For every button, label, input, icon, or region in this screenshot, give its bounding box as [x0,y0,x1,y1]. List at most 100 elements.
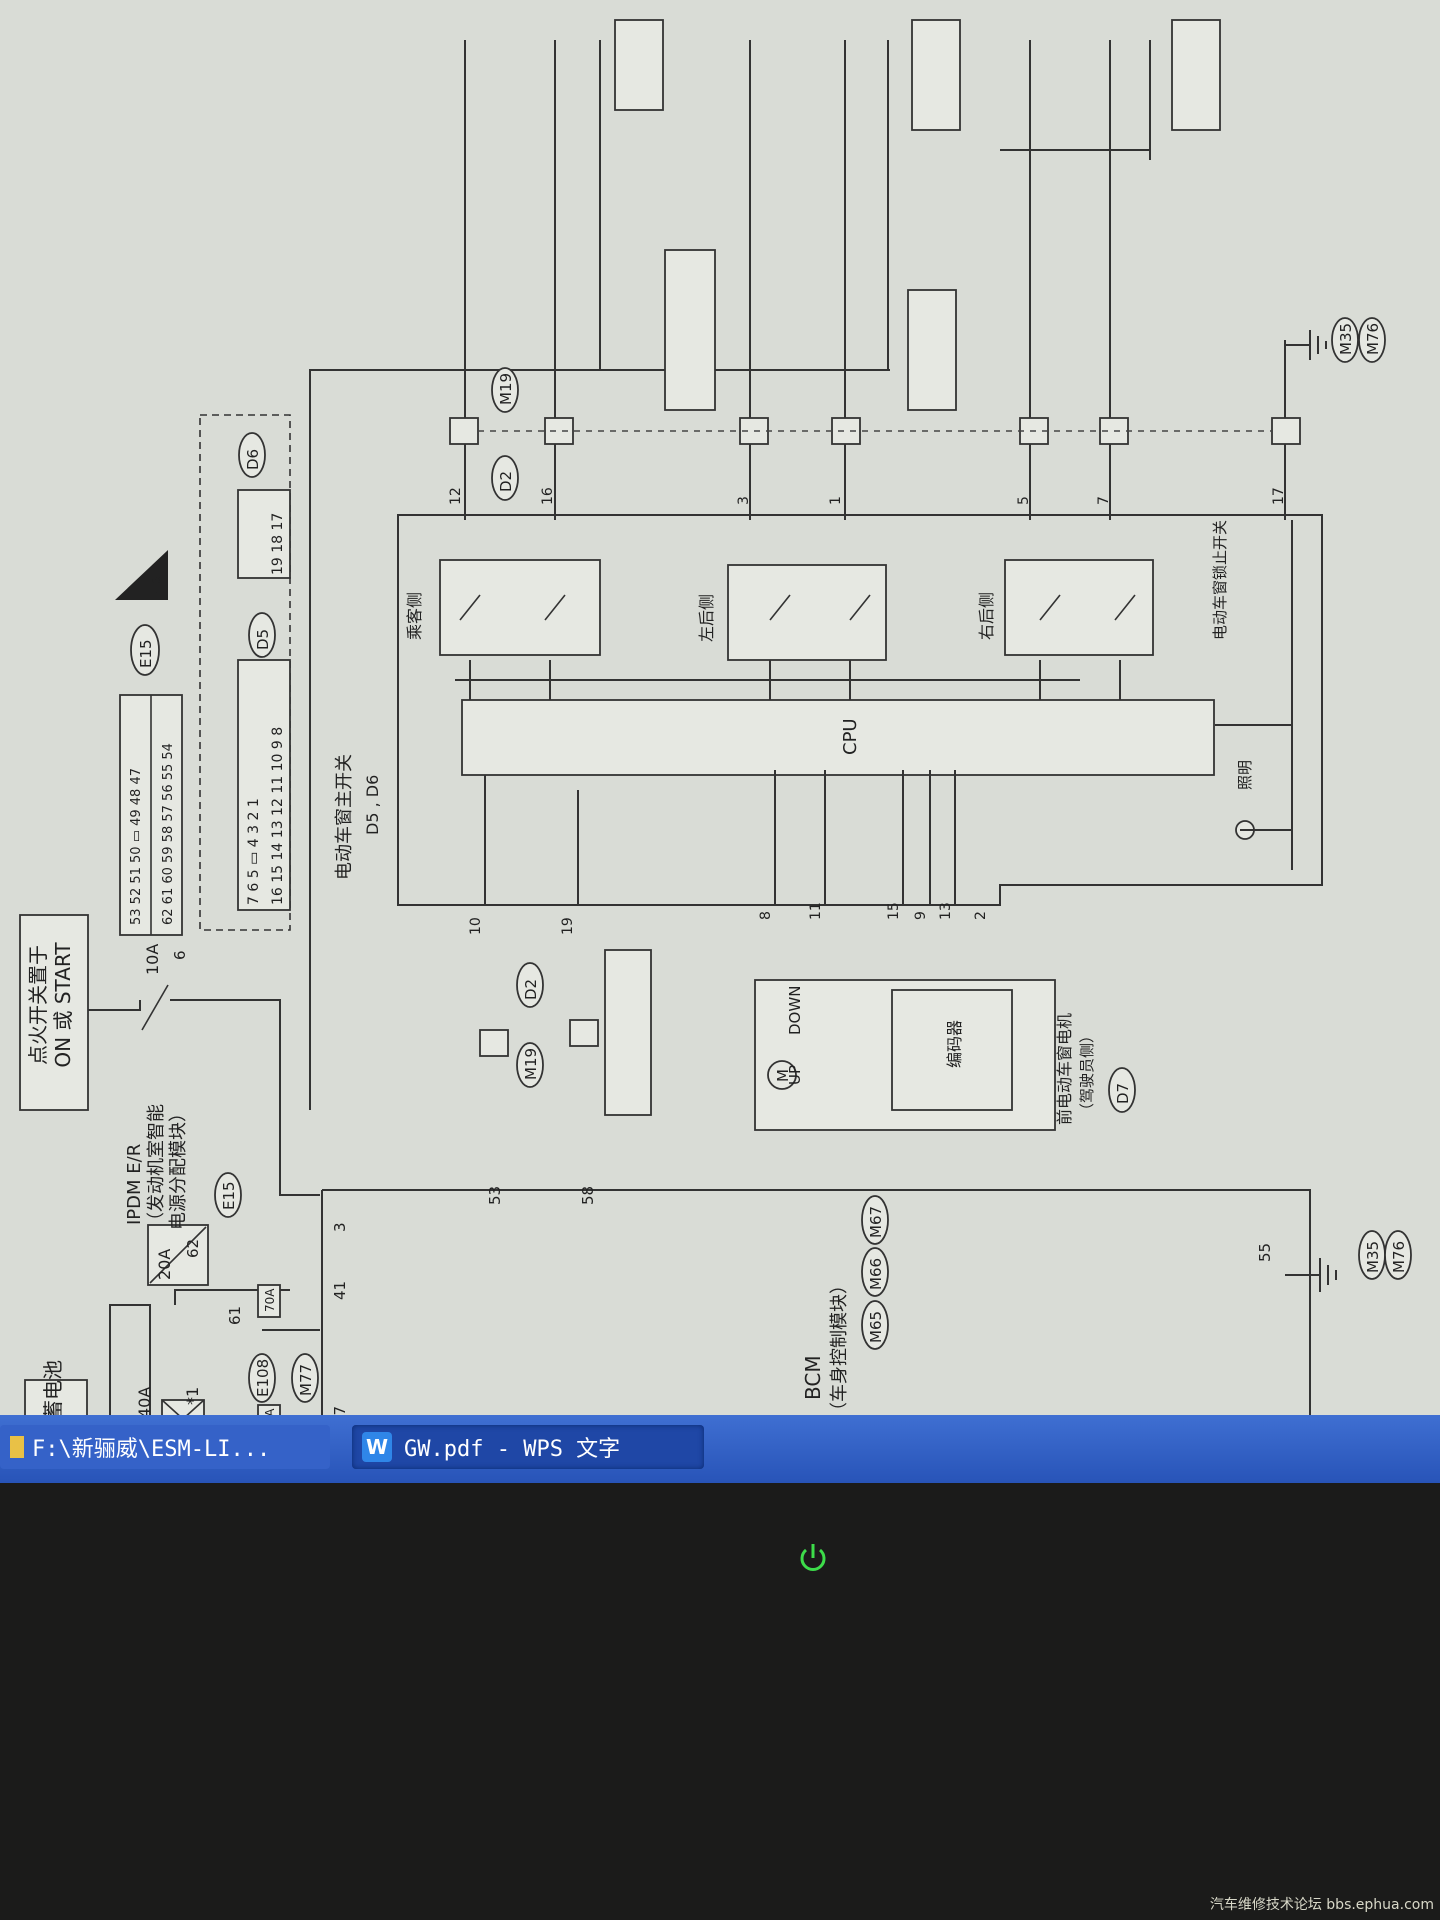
fuse-40a-label: 40A [135,1387,154,1418]
tag-m35: M35 [1337,323,1355,355]
battery-label: 蓄电池 [41,1360,65,1420]
pin-3: 3 [331,1222,349,1232]
tag-m35-b: M35 [1364,1241,1382,1273]
rear-right-label: 右后侧 [977,592,996,640]
fuse-10a [141,984,169,1031]
pin-7b: 7 [1096,496,1112,505]
passenger-label: 乘客侧 [405,592,424,640]
lock-label: 电动车窗锁止开关 [1211,520,1229,640]
svg-text:70A: 70A [263,1288,277,1312]
tag-m67: M67 [867,1206,885,1238]
pin-53: 53 [486,1186,504,1205]
cpu-label: CPU [840,718,861,755]
taskbar-item-wps[interactable]: W GW.pdf - WPS 文字 [352,1425,704,1469]
cpu-block [461,699,1215,776]
wiring-diagram: 点火开关置于 ON 或 START 蓄电池 40A *1 20A 62 10A … [19,19,1412,1441]
fuse-10a-no: 6 [171,950,189,960]
tag-m76: M76 [1364,323,1382,355]
connector-d5-d6 [199,414,291,931]
power-icon [800,1544,826,1571]
pin-58: 58 [579,1186,597,1205]
ipdm-sub2: 电源分配模块） [168,1104,189,1230]
ign-wire [88,999,320,1196]
bcm-frame [321,1189,1311,1440]
ignition-label-2: ON 或 START [51,942,75,1068]
fuse-10a-label: 10A [143,944,162,975]
svg-text:19 18 17: 19 18 17 [270,513,286,575]
tag-m66: M66 [867,1258,885,1290]
tag-m65: M65 [867,1311,885,1343]
taskbar-item-folder[interactable]: F:\新骊威\ESM-LI... [0,1425,330,1469]
folder-icon [10,1436,24,1458]
switch-rear-left [727,564,887,661]
svg-text:7 6 5 ▭ 4 3 2 1: 7 6 5 ▭ 4 3 2 1 [246,798,262,905]
pin-16: 16 [540,487,556,505]
tag-m19-b: M19 [522,1048,540,1080]
ipdm-sub1: （发动机室智能 [146,1104,167,1230]
main-switch-frame [397,514,1323,906]
pin-61: 61 [226,1306,244,1325]
pin-41: 41 [331,1281,349,1300]
ignition-label-1: 点火开关置于 [26,945,50,1065]
switch-title: 电动车窗主开关 [334,754,355,880]
pin-15: 15 [886,902,902,920]
taskbar-item-wps-label: GW.pdf - WPS 文字 [404,1437,621,1462]
motor-sub: （驾驶员侧） [1078,1028,1096,1118]
motor-icon [767,1060,797,1090]
pin-17: 17 [1271,487,1287,505]
switch-tags: D5 , D6 [363,775,382,835]
up-label: UP [786,1065,804,1085]
tag-d2: D2 [497,471,515,492]
bcm-sub: （车身控制模块） [829,1276,850,1420]
ipdm-wire [174,1289,320,1331]
pin-2: 2 [973,911,989,920]
switch-passenger [439,559,601,656]
svg-text:16 15 14 13 12 11 10 9 8: 16 15 14 13 12 11 10 9 8 [270,727,286,905]
hs-icon [115,550,168,600]
fuse-20a-no: 62 [184,1239,202,1258]
encoder-box [891,989,1013,1111]
tag-e108: E108 [254,1359,272,1397]
tag-d7: D7 [1114,1083,1132,1104]
pin-12: 12 [448,487,464,505]
tag-e15-oval [214,1172,242,1218]
pin-19: 19 [560,917,576,935]
tag-e15b: E15 [137,639,155,668]
down-label: DOWN [786,986,804,1035]
motor-label: 前电动车窗电机 [1055,1013,1074,1125]
svg-text:53 52 51 50 ▭ 49 48 47: 53 52 51 50 ▭ 49 48 47 [129,768,144,925]
taskbar-item-folder-label: F:\新骊威\ESM-LI... [32,1437,271,1462]
pin-5b: 5 [1016,496,1032,505]
encoder-label: 编码器 [945,1020,964,1068]
svg-text:62 61 60 59 58 57 56 55 54: 62 61 60 59 58 57 56 55 54 [161,743,176,925]
pin-55: 55 [1256,1243,1274,1262]
tag-d2-b: D2 [522,979,540,1000]
wps-icon: W [362,1432,392,1462]
pin-1b: 1 [828,496,844,505]
taskbar: F:\新骊威\ESM-LI... W GW.pdf - WPS 文字 [0,1415,1440,1483]
pin-9: 9 [913,911,929,920]
bcm-title: BCM [801,1355,825,1400]
fuse-40a-note: *1 [183,1387,202,1405]
svg-text:M: M [774,1069,792,1082]
pin-11: 11 [808,902,824,920]
watermark: 汽车维修技术论坛 bbs.ephua.com [1209,1897,1434,1913]
tag-d6: D6 [244,449,262,470]
tag-e15: E15 [220,1181,238,1210]
tag-m19: M19 [497,373,515,405]
ignition-label-box [19,914,89,1111]
light-label: 照明 [1236,760,1254,790]
pin-8: 8 [758,911,774,920]
rear-left-label: 左后侧 [697,594,716,642]
switch-rear-right [1004,559,1154,656]
pin-10: 10 [468,917,484,935]
pin-3b: 3 [736,496,752,505]
monitor-screen: 点火开关置于 ON 或 START 蓄电池 40A *1 20A 62 10A … [0,0,1440,1445]
tag-d5: D5 [254,629,272,650]
pin-13: 13 [938,902,954,920]
hs-label: H.S. [150,573,163,595]
tag-m77: M77 [297,1364,315,1396]
tag-m76-b: M76 [1390,1241,1408,1273]
ipdm-title: IPDM E/R [124,1144,145,1225]
fuse-20a-label: 20A [155,1249,174,1280]
